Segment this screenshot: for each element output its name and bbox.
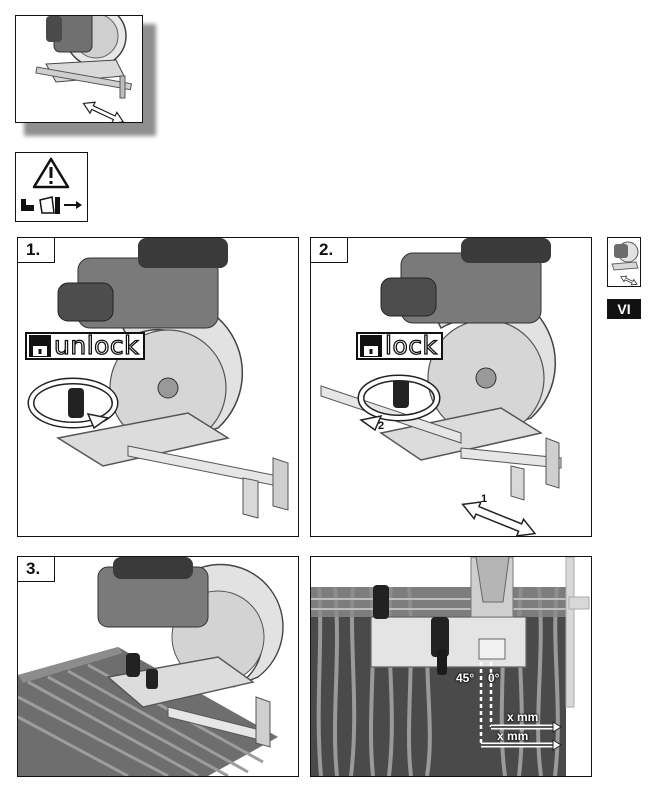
step-3-panel-right: 45° 0° x mm x mm	[310, 556, 592, 777]
step-3-left-illustration	[18, 557, 298, 776]
arrow-2-label: 2	[378, 420, 385, 432]
step-3-panel-left: 3.	[17, 556, 299, 777]
safety-warning-box	[15, 152, 88, 222]
unlock-label: unlock	[53, 331, 140, 360]
measure-label-1: x mm	[507, 710, 539, 724]
arrow-1-label: 1	[481, 493, 488, 505]
unplug-icon	[21, 196, 82, 214]
step-2-illustration	[311, 238, 591, 536]
angle-0-label: 0°	[488, 671, 500, 685]
saw-thumbnail-illustration	[16, 16, 142, 122]
step-3-right-illustration	[311, 557, 591, 776]
rotate-loosen-arrow-icon	[27, 377, 119, 430]
step-2-panel: 2. lock 1 2	[310, 237, 592, 537]
adjust-double-arrow-icon	[82, 101, 125, 122]
step-3-number: 3.	[18, 557, 56, 582]
padlock-open-icon	[29, 335, 51, 357]
lock-label: lock	[384, 331, 438, 360]
warning-triangle-icon	[32, 157, 70, 189]
thumbnail-panel	[15, 15, 143, 123]
step-1-panel: 1. unlock	[17, 237, 299, 537]
measure-label-2: x mm	[497, 729, 529, 743]
rotate-tighten-arrow-icon	[357, 374, 441, 432]
lock-badge: lock	[356, 331, 444, 360]
unlock-badge: unlock	[25, 331, 146, 360]
slide-double-arrow-icon	[461, 501, 537, 536]
step-1-number: 1.	[18, 238, 56, 263]
section-thumbnail	[607, 237, 641, 287]
measure-arrow-icon	[481, 721, 562, 751]
angle-45-label: 45°	[456, 671, 475, 685]
step-2-number: 2.	[311, 238, 349, 263]
step-1-illustration	[18, 238, 298, 536]
section-tab-vi: VI	[607, 299, 641, 319]
padlock-closed-icon	[360, 335, 382, 357]
